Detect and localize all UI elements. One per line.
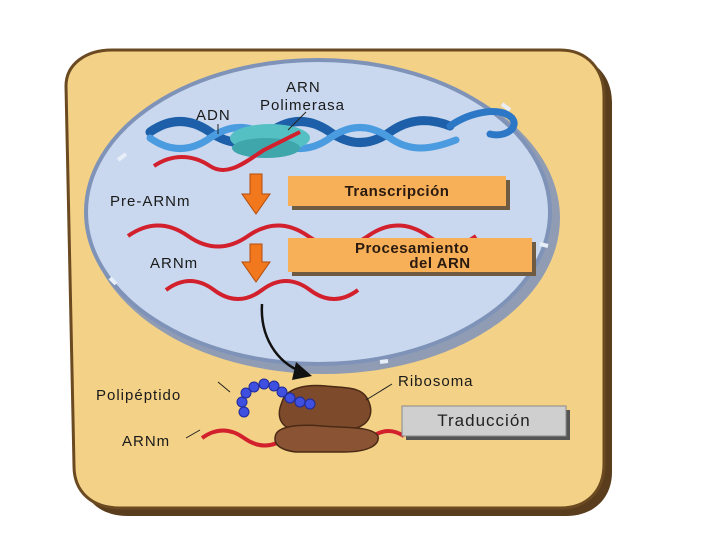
dna-strand bbox=[146, 124, 460, 152]
dna-strand bbox=[145, 116, 455, 147]
amino-acid bbox=[240, 387, 252, 399]
nuclear-pore bbox=[379, 359, 389, 364]
amino-acid bbox=[258, 378, 270, 390]
label-ribosoma: Ribosoma bbox=[398, 373, 474, 390]
translation-label: Traducción bbox=[437, 411, 530, 430]
amino-acid bbox=[248, 381, 260, 393]
processing-label-line1: Procesamiento bbox=[355, 240, 469, 257]
transcription-box: Transcripción bbox=[288, 176, 510, 210]
amino-acid bbox=[236, 396, 248, 408]
amino-acid bbox=[294, 396, 306, 408]
export-arrow bbox=[260, 303, 312, 380]
down-arrow-icon bbox=[241, 243, 271, 283]
ribosome-large-subunit bbox=[278, 384, 372, 431]
amino-acid bbox=[268, 380, 280, 392]
label-adn: ADN bbox=[196, 107, 231, 124]
mrna-strand-nucleus bbox=[164, 279, 360, 301]
rna-processing-box: Procesamiento del ARN bbox=[288, 238, 536, 276]
pre-mrna-strand bbox=[126, 223, 478, 249]
label-arnm-nucleus: ARNm bbox=[150, 255, 198, 272]
amino-acid bbox=[304, 398, 316, 410]
nuclear-pore bbox=[539, 242, 549, 248]
nuclear-pore bbox=[500, 102, 512, 112]
label-polipeptido: Polipéptido bbox=[96, 387, 181, 404]
leader-lines bbox=[185, 111, 393, 439]
amino-acid bbox=[276, 386, 288, 398]
processing-label-line2: del ARN bbox=[409, 255, 470, 272]
arrowhead-icon bbox=[292, 362, 312, 380]
nucleus-body bbox=[84, 58, 552, 366]
nascent-rna bbox=[152, 130, 301, 172]
label-polimerasa: Polimerasa bbox=[260, 97, 345, 114]
down-arrow-icon bbox=[241, 173, 271, 215]
label-arnm-cytoplasm: ARNm bbox=[122, 433, 170, 450]
label-arn: ARN bbox=[286, 79, 321, 96]
ribosome bbox=[274, 384, 379, 453]
translation-box: Traducción bbox=[401, 405, 570, 440]
polypeptide-chain bbox=[236, 378, 316, 418]
amino-acid bbox=[284, 392, 296, 404]
dna-helix bbox=[145, 108, 518, 152]
nuclear-pore bbox=[108, 276, 118, 286]
ribosome-small-subunit bbox=[274, 424, 379, 453]
transcription-label: Transcripción bbox=[345, 183, 450, 200]
nuclear-pore bbox=[116, 152, 128, 162]
dna-strand-tail bbox=[446, 108, 518, 139]
amino-acid bbox=[238, 406, 250, 418]
label-pre-arnm: Pre-ARNm bbox=[110, 193, 191, 210]
